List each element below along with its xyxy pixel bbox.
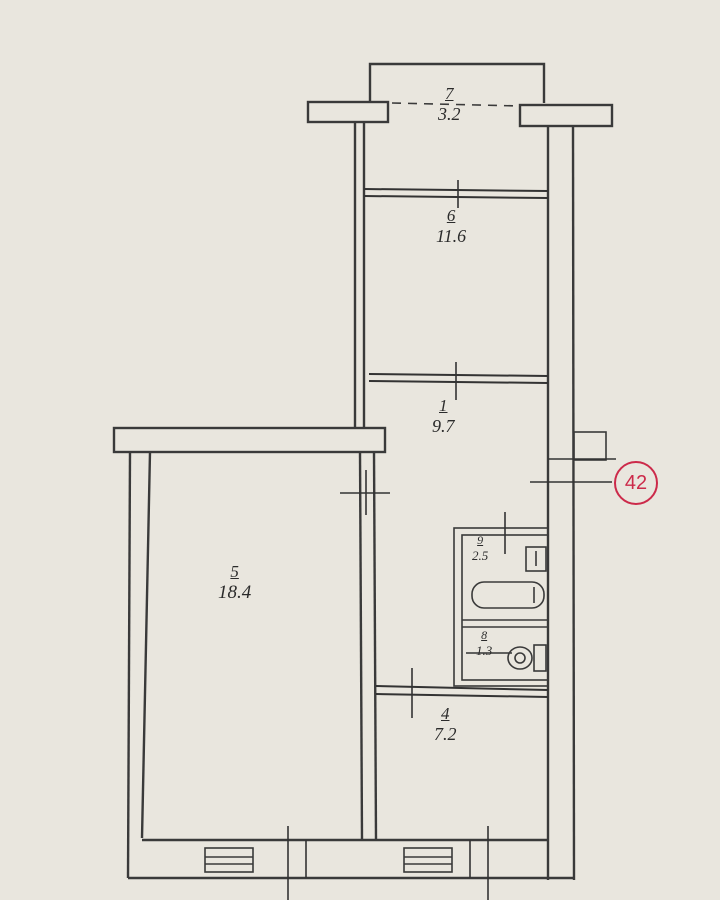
room-label-toilet: 8 1.3 [476, 628, 492, 659]
room-area: 2.5 [472, 548, 489, 563]
room-label-balcony: 7 3.2 [438, 84, 461, 125]
room-number: 1 [439, 396, 448, 415]
partition-hall-kitchen [375, 668, 549, 718]
room-number: 9 [477, 533, 484, 547]
room-number: 5 [230, 562, 239, 581]
room-label-room-5: 5 18.4 [218, 562, 251, 604]
room-label-room-6: 6 11.6 [436, 206, 466, 247]
room-label-kitchen: 4 7.2 [434, 704, 457, 745]
room5-top-wall [112, 426, 387, 454]
room-area: 18.4 [218, 582, 252, 603]
room-area: 7.2 [434, 724, 457, 744]
room5-walls [126, 451, 390, 879]
room-area: 3.2 [438, 104, 461, 124]
bathroom-block [453, 512, 549, 687]
room-area: 11.6 [436, 226, 467, 246]
room-number: 6 [446, 206, 456, 225]
room-area: 9.7 [432, 416, 455, 436]
east-wall-marker [530, 431, 616, 483]
partition-balcony-room6 [363, 180, 549, 208]
apartment-number-stamp: 42 [614, 461, 658, 505]
balcony-outline [368, 62, 546, 107]
bathtub-icon [471, 581, 545, 609]
partition-room6-hall [368, 362, 549, 400]
room-number: 8 [481, 628, 488, 642]
sink-icon [525, 546, 547, 572]
south-wall [128, 826, 574, 900]
left-wall-stub [306, 100, 390, 124]
right-wall-stub [518, 103, 614, 128]
room-area: 1.3 [476, 643, 493, 658]
room-label-bathroom: 9 2.5 [472, 533, 488, 564]
room-number: 4 [441, 704, 450, 723]
room-number: 7 [445, 84, 454, 103]
north-wing-walls [353, 122, 576, 881]
room-label-hall: 1 9.7 [432, 396, 455, 437]
toilet-icon [507, 644, 547, 672]
